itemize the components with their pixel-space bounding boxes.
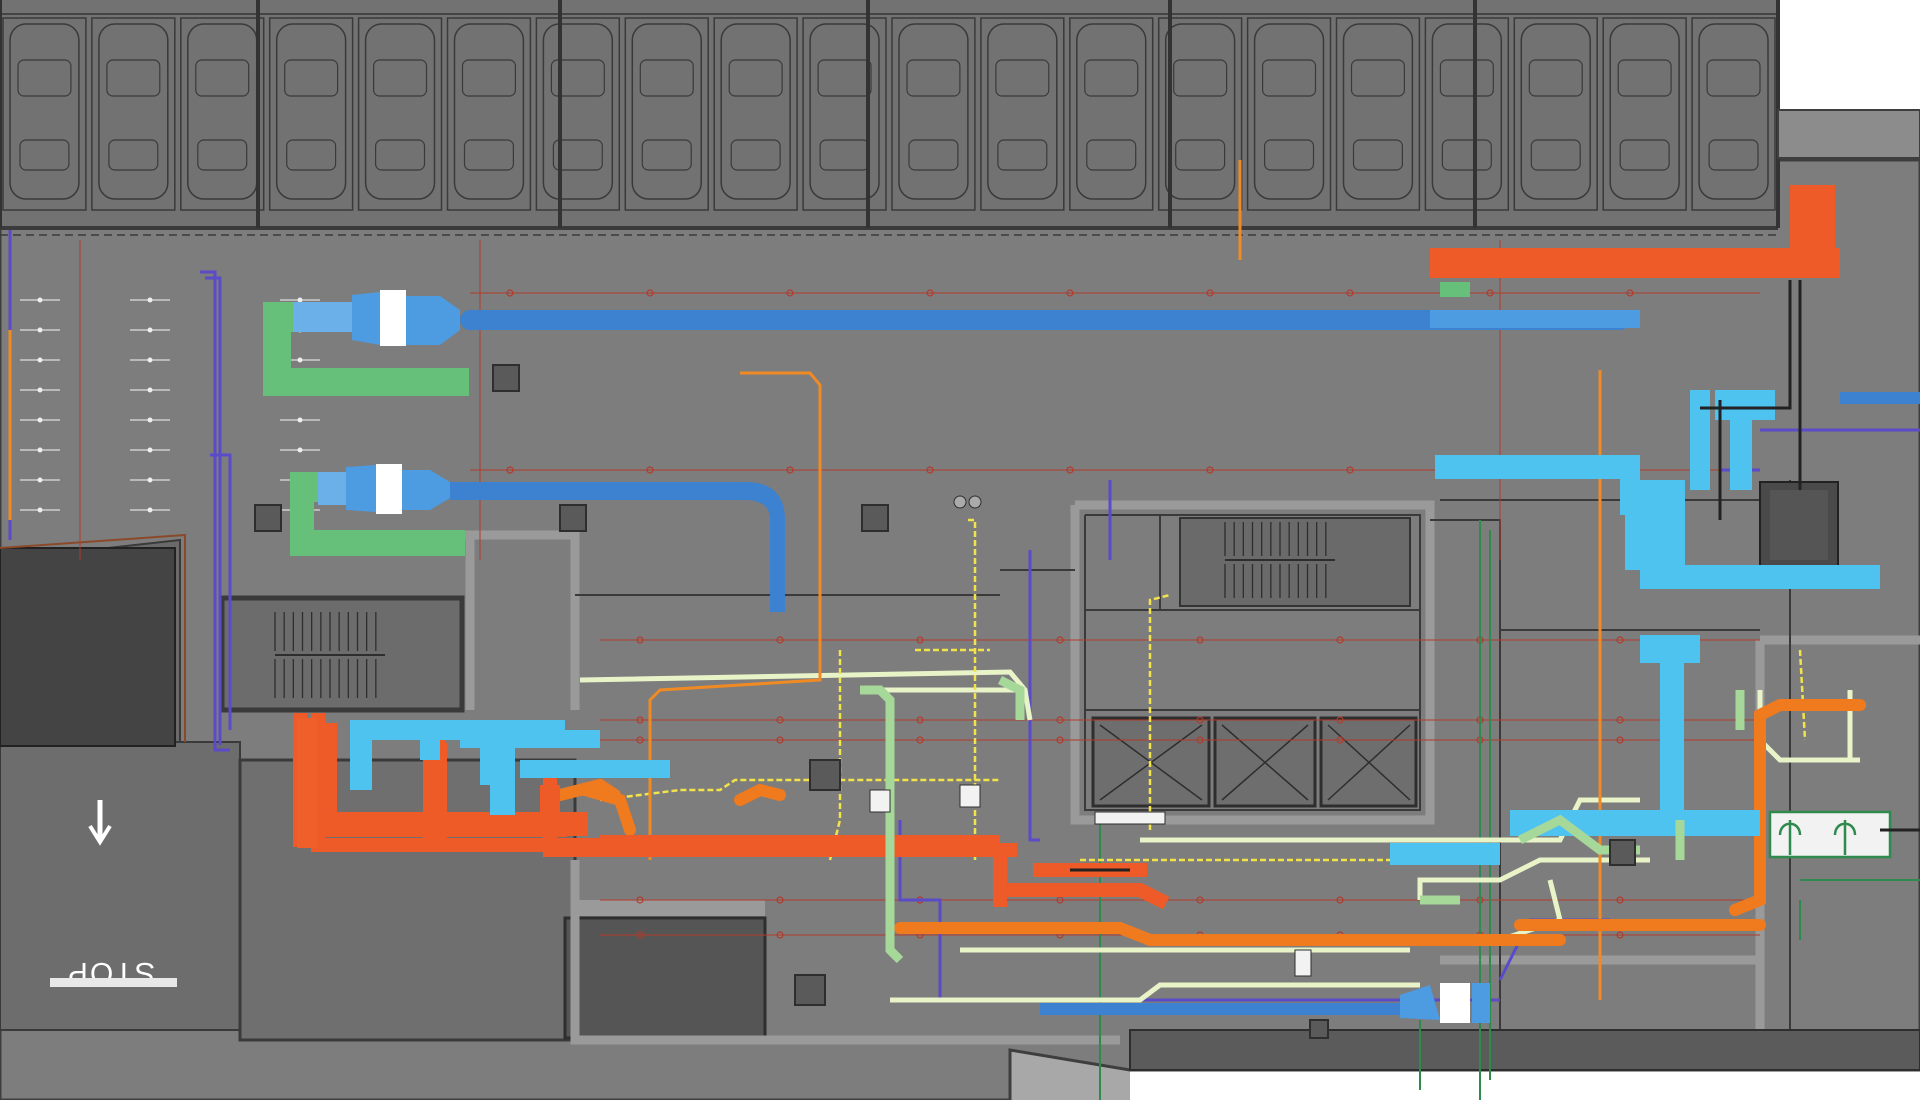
red-riser — [297, 718, 317, 848]
dark-lines — [1070, 280, 1920, 872]
car-outline-icon — [1424, 17, 1510, 211]
equipment-box-inner — [1770, 490, 1828, 560]
red-duct-main — [600, 835, 1000, 857]
room-wall-cap — [575, 900, 765, 916]
room-core-left — [238, 758, 577, 1042]
car-outline-icon — [1335, 17, 1421, 211]
red-duct-top — [1430, 248, 1840, 278]
car-outline-icon — [91, 17, 176, 211]
car-outline-icon — [357, 17, 443, 211]
car-outline-icon — [1513, 17, 1598, 211]
red-drop — [423, 740, 445, 840]
car-outline-icon — [1157, 17, 1243, 211]
car-outline-icon — [1691, 17, 1776, 211]
pale-green-pipes — [860, 675, 1745, 964]
car-outline-icon — [1602, 17, 1687, 211]
supply-ducts-cyan — [350, 390, 1880, 865]
stop-bar — [50, 978, 177, 987]
equipment-markers — [254, 364, 1636, 1039]
fixtures — [869, 495, 1312, 977]
ramp-edge-line — [0, 533, 186, 742]
stairs-icon — [1224, 522, 1335, 598]
elevator-shafts — [1091, 716, 1418, 808]
exterior-notch — [1790, 0, 1920, 110]
red-duct-top-riser — [1790, 185, 1835, 278]
car-outline-icon — [624, 17, 709, 211]
orange-pipes — [554, 699, 1866, 946]
bottom-band — [1129, 1029, 1920, 1071]
car-outline-icon — [268, 17, 354, 211]
stairs-icon — [274, 612, 385, 698]
arrow-down-icon — [88, 800, 112, 846]
exterior-ledge — [1777, 109, 1920, 159]
room-dark-lower — [563, 916, 767, 1040]
parking-strip — [0, 0, 1778, 228]
ramp-dark-block — [0, 547, 176, 747]
red-drop-2 — [540, 785, 560, 835]
car-bays — [0, 0, 1780, 228]
car-outline-icon — [535, 17, 621, 211]
car-outline-icon — [2, 17, 87, 211]
car-outline-icon — [980, 17, 1065, 211]
standpipe-fixtures — [1768, 810, 1892, 859]
yellow-lines — [599, 518, 1807, 862]
car-outline-icon — [1069, 17, 1154, 211]
car-outline-icon — [891, 17, 976, 211]
car-outline-icon — [446, 17, 532, 211]
car-outline-icon — [713, 17, 798, 211]
car-outline-icon — [1246, 17, 1332, 211]
supply-ducts-blue — [293, 290, 1920, 1023]
stair-room-center — [1179, 517, 1411, 607]
